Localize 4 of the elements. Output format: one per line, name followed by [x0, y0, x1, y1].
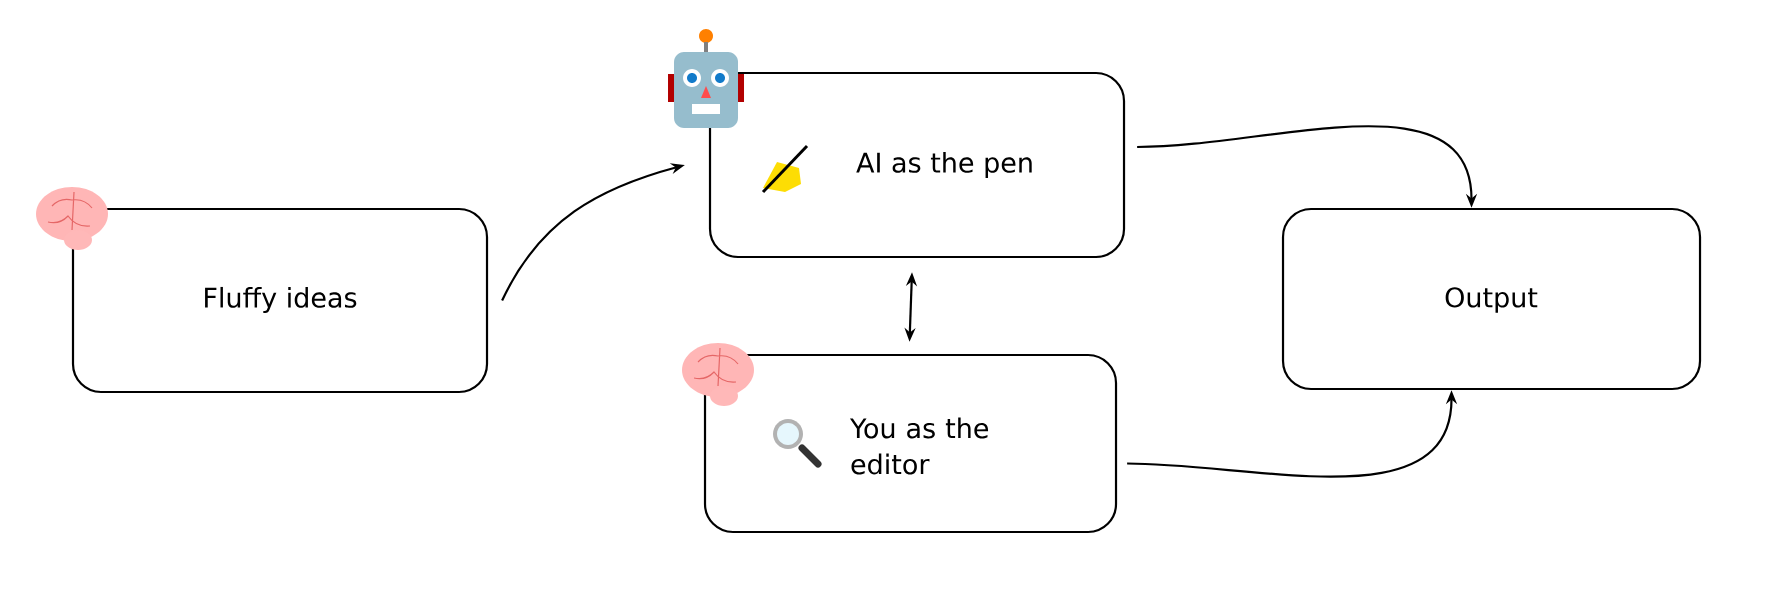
process-box: Output [1281, 207, 1702, 391]
process-box: You as the editor [703, 353, 1118, 534]
process-box: AI as the pen [708, 71, 1126, 259]
process-box: Fluffy ideas [71, 207, 489, 394]
